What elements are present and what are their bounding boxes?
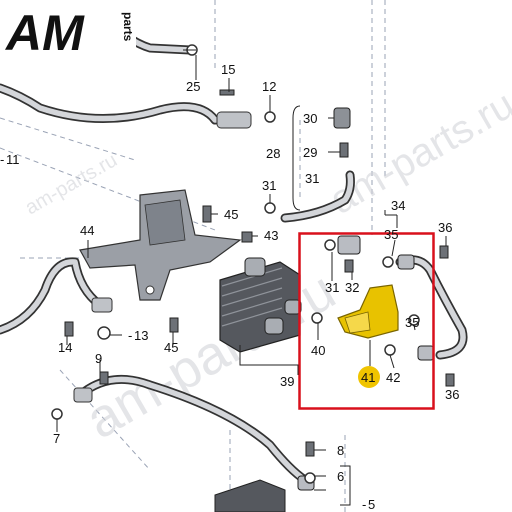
callout-41: 41 bbox=[361, 370, 375, 385]
callout-29: 29 bbox=[303, 145, 317, 160]
callout-36-bottom: 36 bbox=[445, 387, 459, 402]
lower-hose bbox=[73, 374, 310, 485]
am-parts-logo: AM parts bbox=[0, 0, 136, 61]
callout-39: 39 bbox=[280, 374, 294, 389]
callout-31-mid: 31 bbox=[262, 178, 276, 193]
callout-11: - bbox=[0, 152, 4, 167]
left-hose bbox=[0, 257, 113, 335]
callout-28: 28 bbox=[266, 146, 280, 161]
callout-40: 40 bbox=[311, 343, 325, 358]
bracket-44 bbox=[79, 189, 242, 301]
highlight-frame bbox=[298, 232, 435, 410]
callout-12: 12 bbox=[262, 79, 276, 94]
bottom-parts bbox=[214, 475, 315, 512]
callout-13: - bbox=[128, 328, 132, 343]
callout-41-badge bbox=[358, 366, 380, 388]
callout-34: 34 bbox=[391, 198, 405, 213]
callout-42: 42 bbox=[386, 370, 400, 385]
callout-7: 7 bbox=[53, 431, 60, 446]
right-hose-34 bbox=[395, 254, 468, 361]
watermark-text-3: am-parts.ru bbox=[323, 82, 512, 222]
sender-28 bbox=[280, 107, 361, 255]
callout-31-box: 31 bbox=[325, 280, 339, 295]
callout-43: 43 bbox=[264, 228, 278, 243]
fasteners bbox=[51, 89, 455, 484]
callout-6: 6 bbox=[337, 469, 344, 484]
watermark-text-1: am-parts.ru bbox=[22, 149, 122, 219]
callout-5-num: 5 bbox=[368, 497, 375, 512]
callout-14: 14 bbox=[58, 340, 72, 355]
watermark-text-2: am-parts.ru bbox=[76, 260, 345, 450]
leader-lines bbox=[56, 49, 453, 506]
callout-35-mid: 35 bbox=[405, 315, 419, 330]
callout-32: 32 bbox=[345, 280, 359, 295]
callout-45-top: 45 bbox=[224, 207, 238, 222]
callout-5: - bbox=[362, 497, 366, 512]
highlighted-part-41[interactable] bbox=[337, 284, 399, 339]
callout-31-top: 31 bbox=[305, 171, 319, 186]
logo-text: AM bbox=[4, 5, 85, 61]
callouts: 25 15 12 30 28 29 31 - 11 31 45 43 44 34… bbox=[0, 62, 459, 512]
callout-25: 25 bbox=[186, 79, 200, 94]
callout-8: 8 bbox=[337, 443, 344, 458]
callout-45-bottom: 45 bbox=[164, 340, 178, 355]
logo-suffix: parts bbox=[121, 12, 135, 42]
callout-9: 9 bbox=[95, 351, 102, 366]
callout-11-num: 11 bbox=[6, 152, 20, 167]
callout-13-num: 13 bbox=[134, 328, 148, 343]
callout-35-top: 35 bbox=[384, 227, 398, 242]
oil-cooler bbox=[219, 257, 302, 353]
callout-36-top: 36 bbox=[438, 220, 452, 235]
callout-30: 30 bbox=[303, 111, 317, 126]
callout-15: 15 bbox=[221, 62, 235, 77]
callout-44: 44 bbox=[80, 223, 94, 238]
